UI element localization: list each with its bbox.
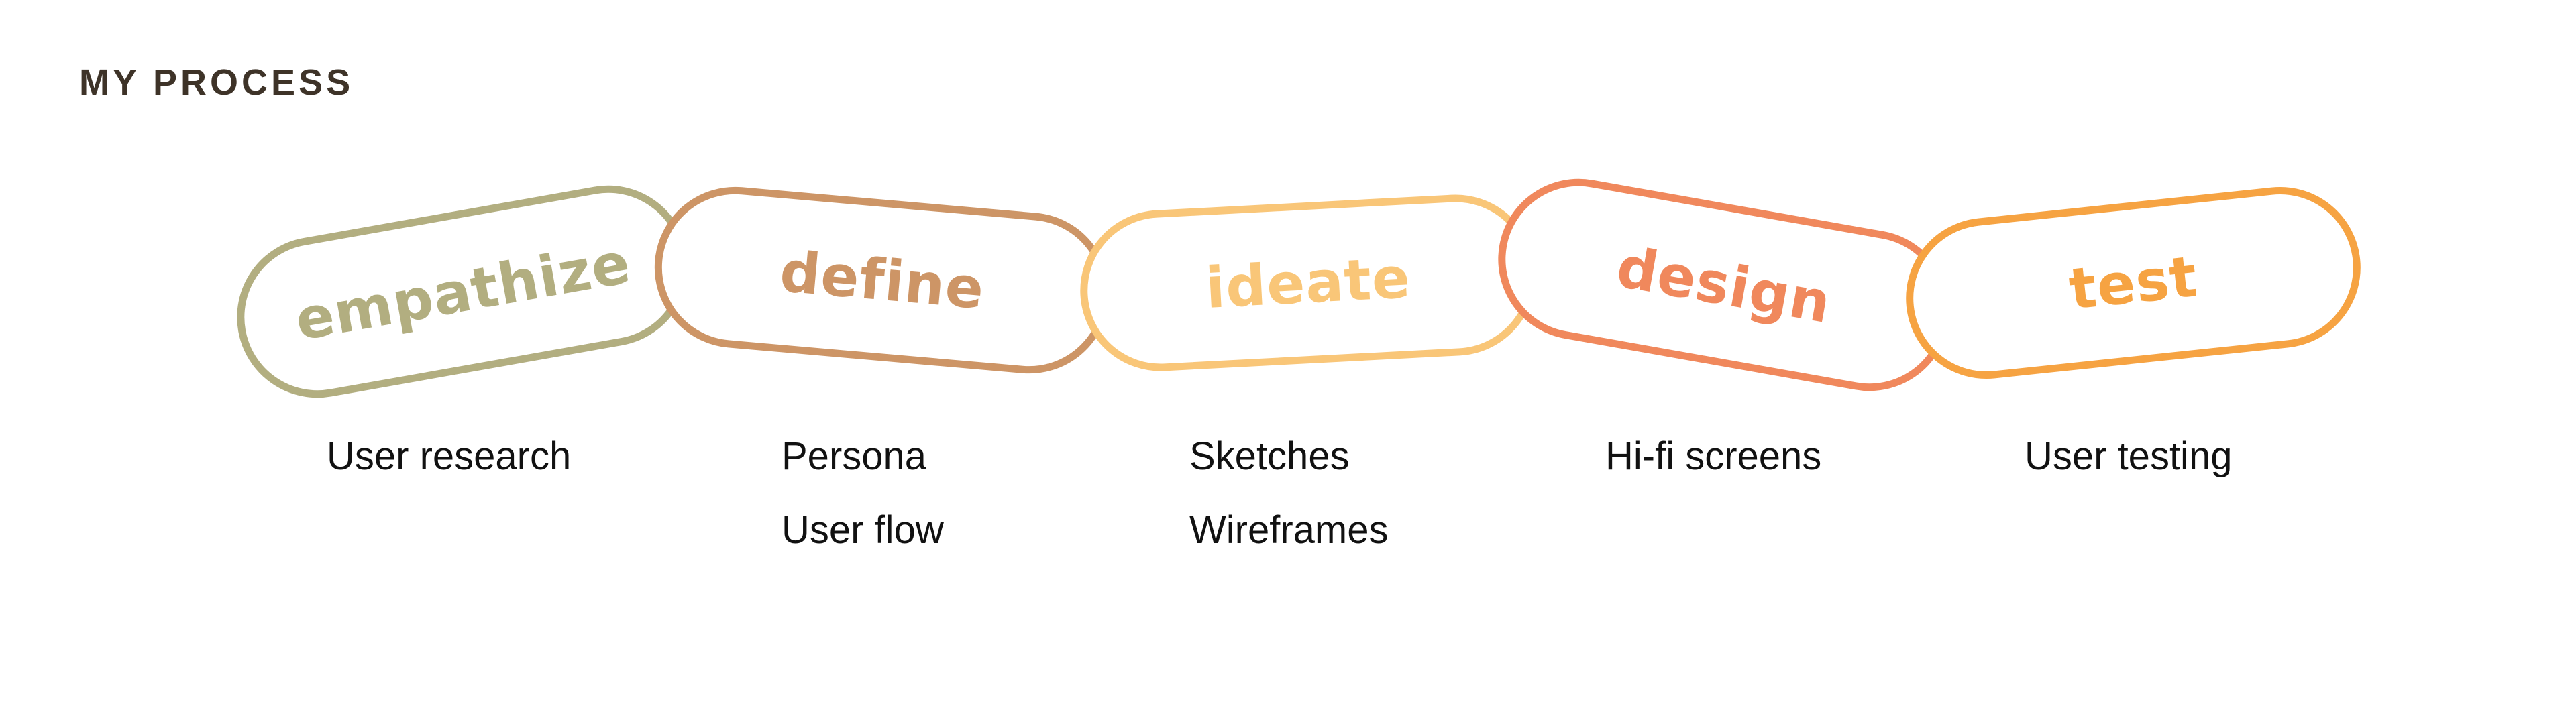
task-item: User research <box>327 434 572 478</box>
process-pill-empathize: empathize <box>224 172 702 411</box>
process-pill-test: test <box>1898 179 2369 387</box>
task-item: Wireframes <box>1189 508 1389 552</box>
tasks-test: User testing <box>2025 437 2232 511</box>
task-item: Persona <box>782 434 927 478</box>
tasks-ideate: Sketches Wireframes <box>1189 437 1388 585</box>
process-pill-design-label: design <box>1612 233 1836 337</box>
process-pill-empathize-label: empathize <box>290 229 636 354</box>
process-pill-ideate: ideate <box>1076 190 1540 375</box>
tasks-define: Persona User flow <box>782 437 944 585</box>
process-pill-design: design <box>1485 166 1963 404</box>
task-item: User flow <box>782 508 944 552</box>
process-pill-test-label: test <box>2065 243 2201 322</box>
page-title: MY PROCESS <box>79 62 354 103</box>
process-pill-define-label: define <box>777 238 987 322</box>
process-pill-define: define <box>647 180 1117 381</box>
task-item: Hi-fi screens <box>1605 434 1822 478</box>
task-item: User testing <box>2025 434 2233 478</box>
process-pill-ideate-label: ideate <box>1203 245 1413 321</box>
task-item: Sketches <box>1189 434 1350 478</box>
tasks-design: Hi-fi screens <box>1605 437 1821 511</box>
tasks-empathize: User research <box>327 437 571 511</box>
